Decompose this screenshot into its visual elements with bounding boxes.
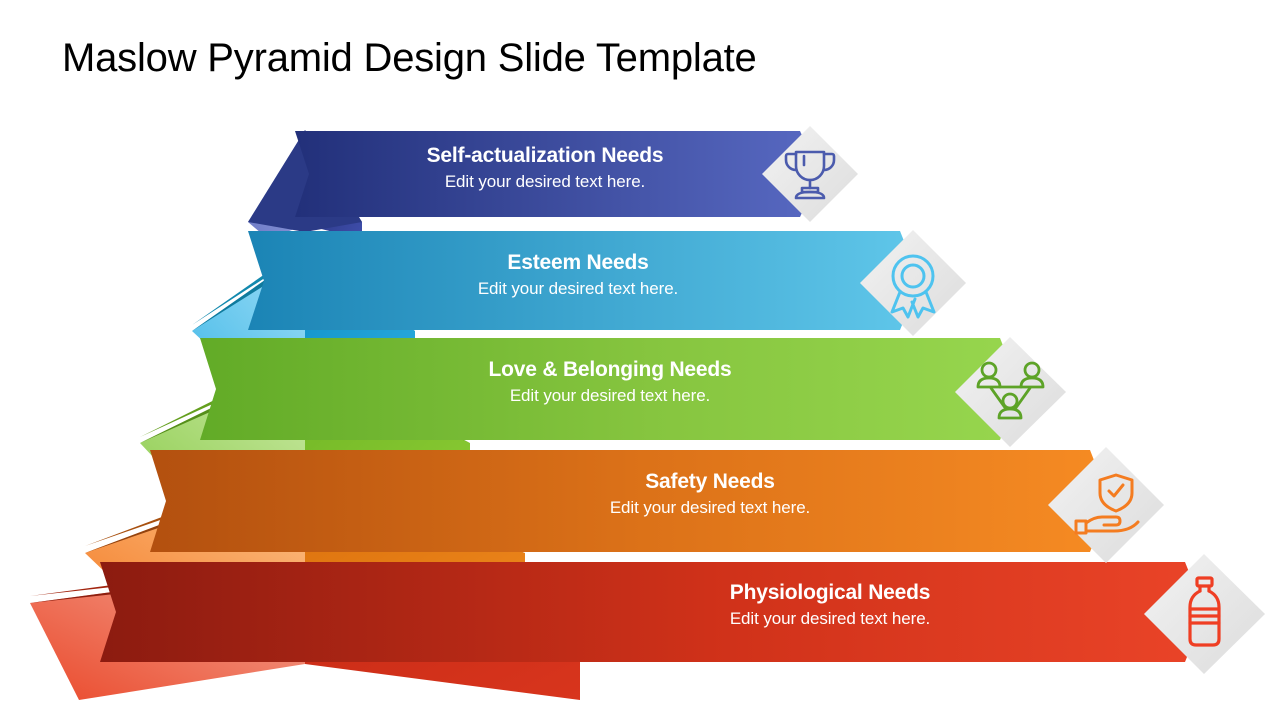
- banner-shape-safety: [150, 450, 1110, 552]
- banner-title: Esteem Needs: [507, 251, 649, 274]
- banner-title: Self-actualization Needs: [426, 144, 664, 167]
- level-row-self-actualization[interactable]: Self-actualization Needs Edit your desir…: [295, 131, 820, 223]
- banner-shape-love-belonging: [200, 338, 1020, 440]
- page-title: Maslow Pyramid Design Slide Template: [62, 36, 757, 80]
- level-row-esteem[interactable]: Esteem Needs Edit your desired text here…: [248, 231, 920, 336]
- level-row-safety[interactable]: Safety Needs Edit your desired text here…: [150, 450, 1110, 558]
- icon-badge-esteem[interactable]: [858, 228, 968, 338]
- level-row-physiological[interactable]: Physiological Needs Edit your desired te…: [100, 562, 1205, 668]
- banner-subtitle: Edit your desired text here.: [509, 386, 711, 405]
- banner-title: Love & Belonging Needs: [488, 358, 732, 381]
- banner-text-physiological: Physiological Needs Edit your desired te…: [530, 582, 1130, 627]
- banner-subtitle: Edit your desired text here.: [729, 609, 931, 628]
- trophy-icon: [784, 150, 836, 200]
- banner-subtitle: Edit your desired text here.: [609, 498, 811, 517]
- banner-shape-physiological: [100, 562, 1205, 662]
- banner-subtitle: Edit your desired text here.: [444, 172, 646, 191]
- banner-shape-esteem: [248, 231, 920, 330]
- icon-badge-physiological[interactable]: [1142, 552, 1267, 677]
- people-network-icon: [976, 361, 1045, 420]
- banner-text-self-actualization: Self-actualization Needs Edit your desir…: [335, 145, 755, 190]
- award-ribbon-icon: [890, 254, 936, 319]
- banner-shape-self-actualization: [295, 131, 820, 217]
- banner-title: Safety Needs: [645, 470, 775, 493]
- banner-text-esteem: Esteem Needs Edit your desired text here…: [308, 252, 848, 297]
- icon-badge-safety[interactable]: [1046, 445, 1166, 565]
- icon-badge-self-actualization[interactable]: [760, 124, 860, 224]
- banner-subtitle: Edit your desired text here.: [477, 279, 679, 298]
- water-bottle-icon: [1188, 576, 1221, 647]
- hand-shield-icon: [1074, 473, 1140, 535]
- banner-text-safety: Safety Needs Edit your desired text here…: [410, 471, 1010, 516]
- banner-text-love-belonging: Love & Belonging Needs Edit your desired…: [310, 359, 910, 404]
- level-row-love-belonging[interactable]: Love & Belonging Needs Edit your desired…: [200, 338, 1020, 446]
- banner-title: Physiological Needs: [729, 581, 931, 604]
- icon-badge-love-belonging[interactable]: [953, 335, 1068, 450]
